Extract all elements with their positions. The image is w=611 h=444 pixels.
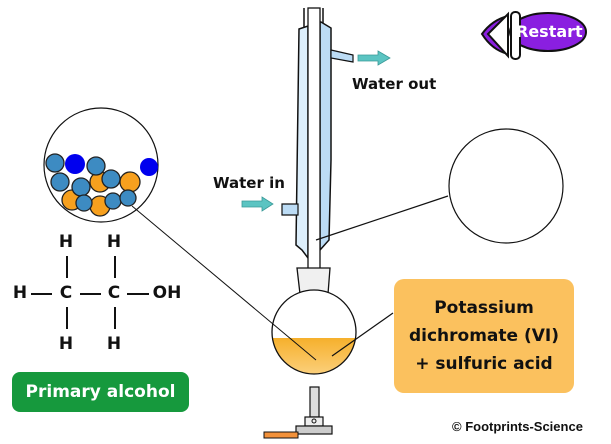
pointer-line-alcohol	[131, 205, 317, 361]
particle-steel	[45, 153, 65, 173]
condenser-jacket-right	[319, 21, 332, 252]
pointer-line-reagent	[331, 312, 394, 357]
particle-blue	[140, 158, 158, 176]
gas-hose	[263, 431, 299, 439]
particle-steel	[104, 192, 122, 210]
condenser-jacket-left	[295, 24, 309, 261]
burner-collar	[304, 416, 324, 427]
particles	[45, 153, 158, 217]
particle-blue	[65, 154, 85, 174]
atom-h: H	[58, 334, 74, 354]
water-out-arm	[330, 49, 354, 63]
atom-h: H	[58, 232, 74, 252]
particle-steel	[86, 156, 106, 176]
water-in-label: Water in	[213, 174, 285, 192]
particle-steel	[75, 194, 93, 212]
particle-steel	[101, 169, 121, 189]
water-out-arrow-icon	[357, 50, 391, 66]
bond	[80, 293, 101, 295]
particle-orange	[119, 171, 141, 193]
water-out-label: Water out	[352, 75, 437, 93]
particle-steel	[50, 172, 70, 192]
water-in-arrow-icon	[241, 196, 274, 212]
atom-oh: OH	[152, 283, 182, 303]
particle-steel	[119, 189, 137, 207]
reagent-line: + sulfuric acid	[415, 354, 553, 374]
burner-base	[295, 425, 333, 435]
copyright-text: © Footprints-Science	[452, 419, 583, 434]
inner-condenser-tube	[307, 7, 321, 271]
burner-air-hole	[311, 418, 317, 424]
atom-c: C	[59, 283, 73, 303]
restart-button[interactable]: Restart	[478, 6, 588, 66]
bond	[66, 307, 68, 329]
bond	[31, 293, 52, 295]
flask-outline	[271, 289, 357, 375]
bond	[114, 307, 116, 329]
particle-steel	[71, 177, 91, 197]
bond	[66, 256, 68, 278]
bond	[114, 256, 116, 278]
atom-h: H	[12, 283, 28, 303]
bond	[127, 293, 149, 295]
pointer-line-condenser	[315, 195, 449, 241]
restart-label: Restart	[516, 22, 583, 41]
reagent-line: Potassium	[434, 298, 534, 318]
burner-barrel	[309, 386, 320, 418]
water-in-arm	[281, 203, 299, 216]
reagent-label: Potassium dichromate (VI) + sulfuric aci…	[394, 279, 574, 393]
primary-alcohol-label: Primary alcohol	[12, 372, 189, 412]
reagent-line: dichromate (VI)	[408, 326, 560, 346]
atom-c: C	[107, 283, 121, 303]
atom-h: H	[106, 232, 122, 252]
speaker-rewind-icon	[480, 11, 587, 60]
atom-h: H	[106, 334, 122, 354]
zoom-circle-condenser	[448, 128, 564, 244]
